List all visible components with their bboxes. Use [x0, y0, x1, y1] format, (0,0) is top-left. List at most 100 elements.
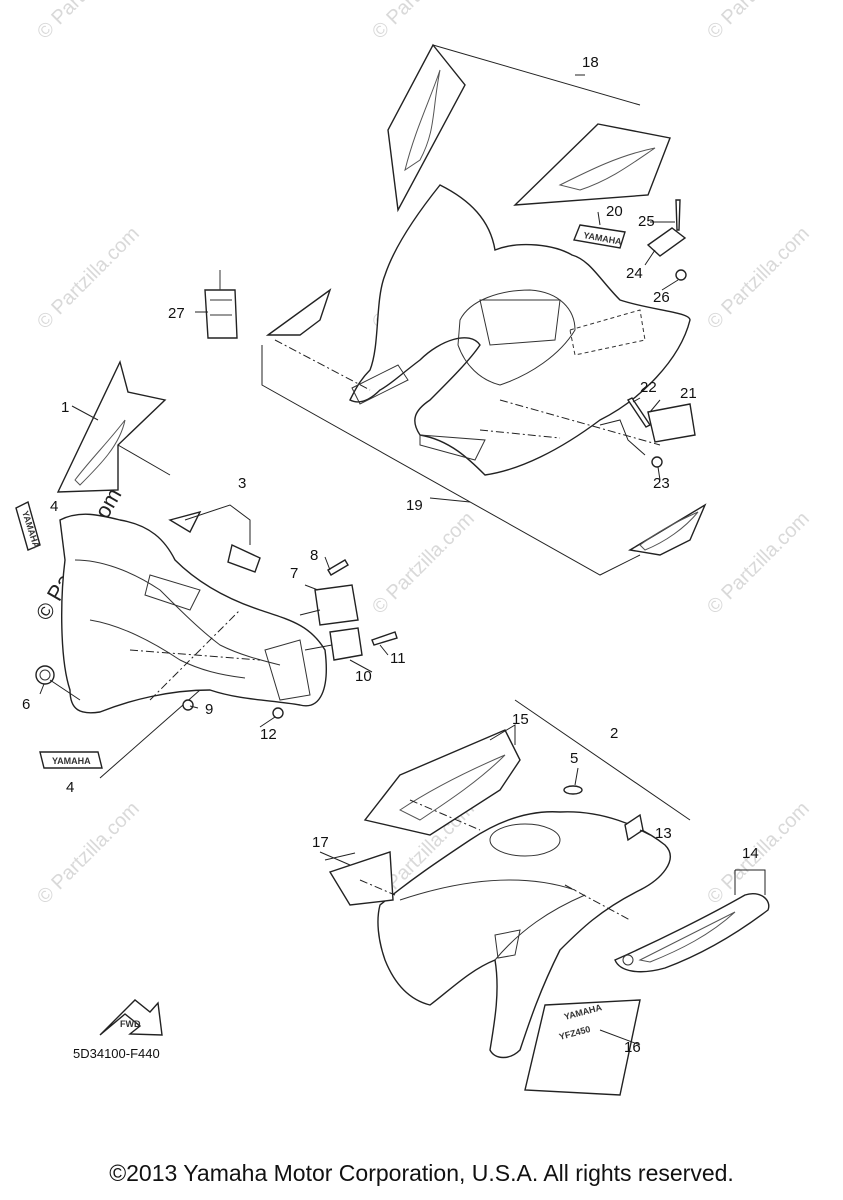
reflector-plate — [646, 227, 687, 257]
decal-text: YAMAHA — [52, 756, 91, 766]
seal — [563, 785, 583, 795]
decal-location-outline — [569, 309, 646, 356]
side-decal-right — [628, 503, 707, 556]
callout-number: 9 — [205, 701, 213, 718]
leader-line — [261, 345, 641, 576]
callout-number: 13 — [655, 825, 672, 842]
watermark-text: © Partzilla.com — [703, 508, 814, 619]
leader-line — [599, 419, 646, 456]
leader-line — [432, 44, 641, 106]
fender-inner-tray — [479, 299, 561, 346]
callout-number: 21 — [680, 385, 697, 402]
fwd-label: FWD — [120, 1019, 141, 1029]
flame-graphic — [74, 419, 126, 486]
fender-contour — [74, 559, 281, 666]
callout-number: 24 — [626, 265, 643, 282]
callout-number: 4 — [50, 498, 58, 515]
front-decal — [56, 359, 167, 493]
rear-decal-right — [513, 123, 671, 206]
leader-line — [299, 609, 333, 651]
yamaha-lower-decal — [39, 751, 103, 769]
callout-number: 23 — [653, 475, 670, 492]
callout-leaders — [39, 211, 679, 1046]
screw — [626, 397, 652, 428]
cover-contour — [494, 894, 586, 961]
side-cover-group: YAMAHA YFZ450 FWD — [99, 699, 770, 1096]
front-decal-piece — [168, 510, 202, 533]
cover-bracket — [494, 929, 521, 959]
watermark-text: © Partzilla.com — [33, 223, 144, 334]
cover-plate — [314, 584, 359, 626]
callout-number: 5 — [570, 750, 578, 767]
callout-number: 22 — [640, 379, 657, 396]
screw — [675, 199, 681, 231]
callout-number: 18 — [582, 54, 599, 71]
callout-number: 2 — [610, 725, 618, 742]
flame-graphic — [638, 911, 736, 963]
screw — [371, 631, 398, 646]
tank-decal — [363, 729, 521, 836]
callout-number: 11 — [390, 650, 406, 667]
nut — [272, 707, 284, 719]
callout-number: 25 — [638, 213, 655, 230]
callout-number: 12 — [260, 726, 277, 743]
side-cover-decal — [614, 893, 770, 973]
watermark-text: © Partzilla.com — [33, 798, 144, 909]
front-fender-group: YAMAHA YAMAHA — [15, 359, 398, 779]
flame-graphic — [558, 147, 656, 191]
screw — [327, 559, 349, 576]
label-tag — [624, 813, 644, 842]
callout-number: 16 — [624, 1039, 641, 1056]
callout-number: 6 — [22, 696, 30, 713]
fender-mount-left — [351, 364, 409, 405]
rear-fender-group: YAMAHA — [204, 43, 707, 576]
leader-line — [319, 851, 351, 866]
fwd-arrow-icon — [99, 999, 163, 1036]
leader-line — [734, 869, 766, 895]
leader-line — [39, 211, 679, 1046]
rear-decal-left — [387, 43, 466, 213]
callout-number: 3 — [238, 475, 246, 492]
model-decal — [524, 999, 641, 1096]
emblem-inner — [39, 669, 51, 681]
callout-number: 7 — [290, 565, 298, 582]
leader-line — [489, 724, 516, 745]
yamaha-emblem — [35, 665, 55, 685]
callout-number: 14 — [742, 845, 759, 862]
copyright-text: ©2013 Yamaha Motor Corporation, U.S.A. A… — [109, 1160, 734, 1186]
callout-number: 4 — [66, 779, 74, 796]
callout-number: 17 — [312, 834, 329, 851]
callout-number: 10 — [355, 668, 372, 685]
leader-line — [184, 504, 251, 545]
tag-detail — [210, 270, 232, 316]
assembly-line — [274, 339, 661, 446]
decal-dot — [622, 954, 634, 966]
fender-side-panel — [264, 639, 311, 701]
assembly-line — [359, 799, 631, 921]
tank-opening — [489, 823, 561, 857]
callout-number: 15 — [512, 711, 529, 728]
front-decal-piece — [227, 544, 261, 573]
flame-graphic — [399, 754, 506, 821]
side-decal-left — [265, 288, 332, 336]
watermark-text: © Partzilla.com — [703, 223, 814, 334]
callout-number: 19 — [406, 497, 423, 514]
callout-number: 8 — [310, 547, 318, 564]
fender-mudflap — [419, 434, 486, 461]
yamaha-small-decal — [573, 224, 626, 249]
leader-line — [49, 679, 81, 701]
leader-line — [117, 444, 171, 476]
flame-graphic — [639, 511, 699, 551]
fender-vent — [144, 574, 201, 611]
watermark-text: © Partzilla.com — [368, 0, 479, 44]
warning-tag — [204, 289, 238, 339]
watermark-text: © Partzilla.com — [33, 0, 144, 44]
side-decal — [328, 851, 394, 906]
nut — [182, 699, 194, 711]
yamaha-vertical-decal — [15, 500, 41, 551]
watermark-text: © Partzilla.com — [703, 0, 814, 44]
assembly-line — [129, 609, 261, 701]
callout-number: 26 — [653, 289, 670, 306]
side-cover — [377, 811, 671, 1059]
